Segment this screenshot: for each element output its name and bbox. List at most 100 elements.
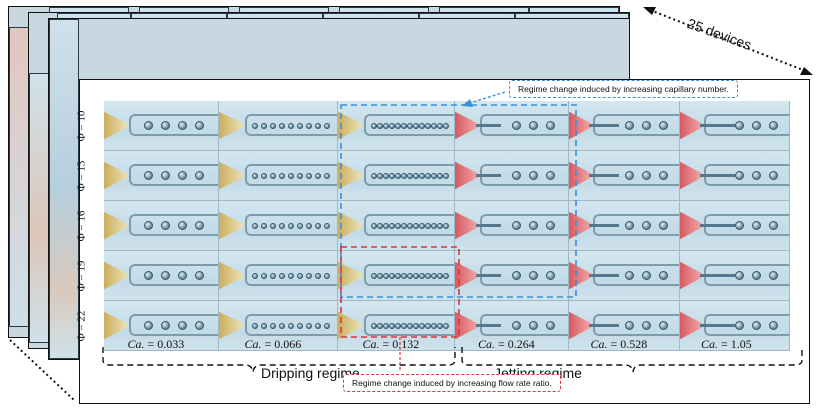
device-cell [569, 101, 680, 151]
droplet [261, 222, 268, 229]
droplet [178, 221, 188, 230]
jet-thread [588, 324, 619, 328]
droplet [546, 271, 555, 280]
droplet [735, 221, 744, 230]
droplet [624, 121, 634, 130]
jet-thread [475, 124, 501, 128]
devices-arrow-head-start [643, 7, 656, 15]
ca-symbol: Ca. [362, 337, 380, 351]
droplet [297, 322, 304, 329]
droplet [735, 271, 744, 280]
droplet [252, 172, 259, 179]
droplet [412, 272, 419, 279]
droplet [195, 221, 205, 230]
jet-thread [588, 124, 619, 128]
channel [363, 263, 454, 287]
device-cell [680, 101, 790, 151]
droplet [442, 272, 449, 279]
droplet [161, 321, 171, 330]
device-cell [455, 301, 569, 351]
droplet [195, 271, 205, 280]
droplet [252, 122, 259, 129]
droplet [288, 322, 295, 329]
droplet [195, 321, 205, 330]
droplet [400, 172, 407, 179]
droplet [735, 121, 744, 130]
droplet [394, 322, 401, 329]
channel [129, 213, 218, 237]
ca-value: = 0.033 [144, 337, 185, 351]
droplet [324, 172, 331, 179]
droplet [624, 221, 634, 230]
droplet [144, 271, 154, 280]
droplet [261, 122, 268, 129]
channel [244, 313, 337, 337]
droplet [394, 122, 401, 129]
droplet [424, 272, 431, 279]
droplet [430, 222, 437, 229]
droplet [512, 321, 521, 330]
droplet [270, 272, 277, 279]
droplet [161, 171, 171, 180]
droplet [144, 221, 154, 230]
droplet [279, 222, 286, 229]
droplet [376, 172, 383, 179]
droplet [658, 271, 668, 280]
droplet [418, 322, 425, 329]
jet-thread [588, 224, 619, 228]
droplet [279, 172, 286, 179]
droplet [252, 272, 259, 279]
droplet [324, 222, 331, 229]
droplet [178, 321, 188, 330]
droplet [306, 272, 313, 279]
droplet [436, 322, 443, 329]
droplet [195, 171, 205, 180]
droplet [418, 222, 425, 229]
droplet [370, 322, 377, 329]
droplet [178, 271, 188, 280]
jetting-bracket [461, 347, 803, 373]
channel [244, 263, 337, 287]
droplet [297, 122, 304, 129]
device-cell [569, 201, 680, 251]
devices-arrow [649, 9, 809, 73]
device-cell [104, 201, 219, 251]
device-cell [569, 151, 680, 201]
droplet [400, 272, 407, 279]
droplet [144, 171, 154, 180]
ca-symbol: Ca. [701, 337, 719, 351]
channel [129, 263, 218, 287]
droplet [315, 172, 322, 179]
channel [129, 313, 218, 337]
droplet [376, 322, 383, 329]
droplet [394, 172, 401, 179]
droplet [144, 321, 154, 330]
droplet [315, 222, 322, 229]
droplet [641, 271, 651, 280]
droplet [641, 171, 651, 180]
droplet [370, 122, 377, 129]
droplet [424, 222, 431, 229]
dripping-bracket [102, 347, 456, 373]
droplet [382, 222, 389, 229]
device-grid [104, 101, 790, 413]
droplet [529, 321, 538, 330]
droplet [376, 272, 383, 279]
droplet [382, 322, 389, 329]
droplet [442, 322, 449, 329]
ca-label: Ca. = 0.264 [478, 337, 535, 352]
device-cell [569, 251, 680, 301]
droplet [430, 172, 437, 179]
droplet [394, 222, 401, 229]
droplet [546, 221, 555, 230]
ca-symbol: Ca. [478, 337, 496, 351]
droplet [270, 172, 277, 179]
device-cell [104, 151, 219, 201]
droplet [270, 122, 277, 129]
droplet [430, 322, 437, 329]
droplet [315, 272, 322, 279]
jet-thread [475, 324, 501, 328]
device-cell [338, 301, 455, 351]
droplet [735, 321, 744, 330]
